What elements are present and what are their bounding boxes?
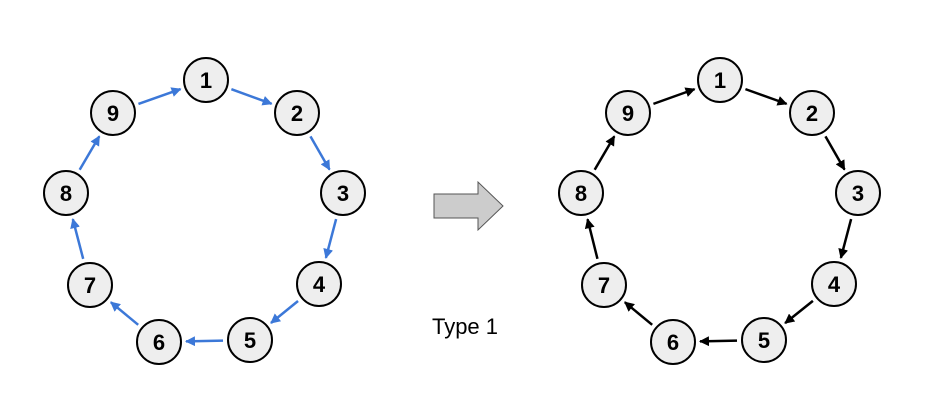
left-ring-node-label: 5 (244, 328, 256, 353)
right-ring-edge-5-to-6 (698, 336, 738, 347)
right-ring-node-3: 3 (835, 170, 881, 216)
right-ring-node-6: 6 (650, 319, 696, 365)
left-ring-node-label: 9 (107, 101, 119, 126)
right-ring-node-circle (741, 317, 787, 363)
right-ring-node-label: 1 (714, 68, 726, 93)
left-ring-edge-4-to-5 (270, 300, 299, 324)
left-ring-node-4: 4 (296, 261, 342, 307)
left-ring-node-label: 6 (153, 330, 165, 355)
left-ring-node-circle (67, 262, 113, 308)
right-ring-edge-1-to-2 (744, 87, 788, 106)
right-ring-node-circle (581, 262, 627, 308)
left-ring-edge-8-to-9 (78, 135, 101, 171)
left-ring-edge-9-to-1 (138, 87, 182, 106)
left-ring-node-circle (43, 170, 89, 216)
right-ring: 1 2 3 4 5 6 7 8 9 (558, 57, 881, 365)
left-ring-edge-1-to-2 (230, 88, 273, 106)
left-ring-edge-7-to-8 (70, 218, 85, 260)
right-ring-node-label: 3 (852, 181, 864, 206)
right-ring-node-8: 8 (558, 170, 604, 216)
left-ring-node-label: 3 (337, 181, 349, 206)
left-ring-node-circle (136, 319, 182, 365)
left-ring-node-label: 4 (313, 272, 326, 297)
left-ring-node-3: 3 (320, 170, 366, 216)
right-ring-node-circle (697, 57, 743, 103)
right-ring-node-circle (811, 261, 857, 307)
right-ring-node-label: 4 (828, 272, 841, 297)
left-ring-edge-2-to-3 (309, 135, 331, 171)
right-ring-node-circle (789, 90, 835, 136)
left-ring-node-label: 2 (291, 101, 303, 126)
left-ring-node-6: 6 (136, 319, 182, 365)
left-ring-node-8: 8 (43, 170, 89, 216)
left-ring-node-label: 8 (60, 181, 72, 206)
left-ring-node-circle (274, 90, 320, 136)
left-ring-node-label: 1 (200, 68, 212, 93)
transform-arrow (433, 180, 504, 232)
left-ring-edge-3-to-4 (323, 218, 338, 259)
right-ring-node-circle (558, 170, 604, 216)
right-ring-node-label: 9 (622, 101, 634, 126)
left-ring-node-label: 7 (84, 273, 96, 298)
left-ring-node-circle (183, 57, 229, 103)
left-ring-node-2: 2 (274, 90, 320, 136)
right-ring-node-circle (605, 90, 651, 136)
caption-type-label: Type 1 (432, 314, 498, 339)
right-ring-edge-6-to-7 (624, 301, 653, 326)
right-ring-node-5: 5 (741, 317, 787, 363)
right-ring-edge-9-to-1 (652, 87, 696, 106)
right-ring-edge-3-to-4 (838, 218, 853, 259)
right-ring-node-circle (650, 319, 696, 365)
left-ring-node-9: 9 (90, 90, 136, 136)
left-ring-node-circle (296, 261, 342, 307)
right-ring-node-label: 7 (598, 273, 610, 298)
right-ring-node-1: 1 (697, 57, 743, 103)
right-ring-node-7: 7 (581, 262, 627, 308)
right-ring-edge-4-to-5 (784, 299, 814, 325)
left-ring-node-circle (227, 317, 273, 363)
right-ring-node-label: 8 (575, 181, 587, 206)
left-ring-node-7: 7 (67, 262, 113, 308)
right-ring-edge-8-to-9 (593, 135, 616, 171)
right-ring-edge-7-to-8 (584, 218, 599, 260)
right-ring-node-label: 2 (806, 101, 818, 126)
left-ring: 1 2 3 4 5 6 7 8 9 (43, 57, 366, 365)
right-ring-node-9: 9 (605, 90, 651, 136)
right-ring-node-2: 2 (789, 90, 835, 136)
right-ring-edge-2-to-3 (824, 135, 846, 171)
left-ring-node-circle (320, 170, 366, 216)
right-ring-node-circle (835, 170, 881, 216)
right-ring-node-label: 5 (758, 328, 770, 353)
right-ring-node-4: 4 (811, 261, 857, 307)
right-ring-node-label: 6 (667, 330, 679, 355)
left-ring-edge-6-to-7 (110, 301, 139, 326)
left-ring-node-5: 5 (227, 317, 273, 363)
left-ring-edge-5-to-6 (184, 336, 224, 347)
left-ring-node-1: 1 (183, 57, 229, 103)
left-ring-node-circle (90, 90, 136, 136)
